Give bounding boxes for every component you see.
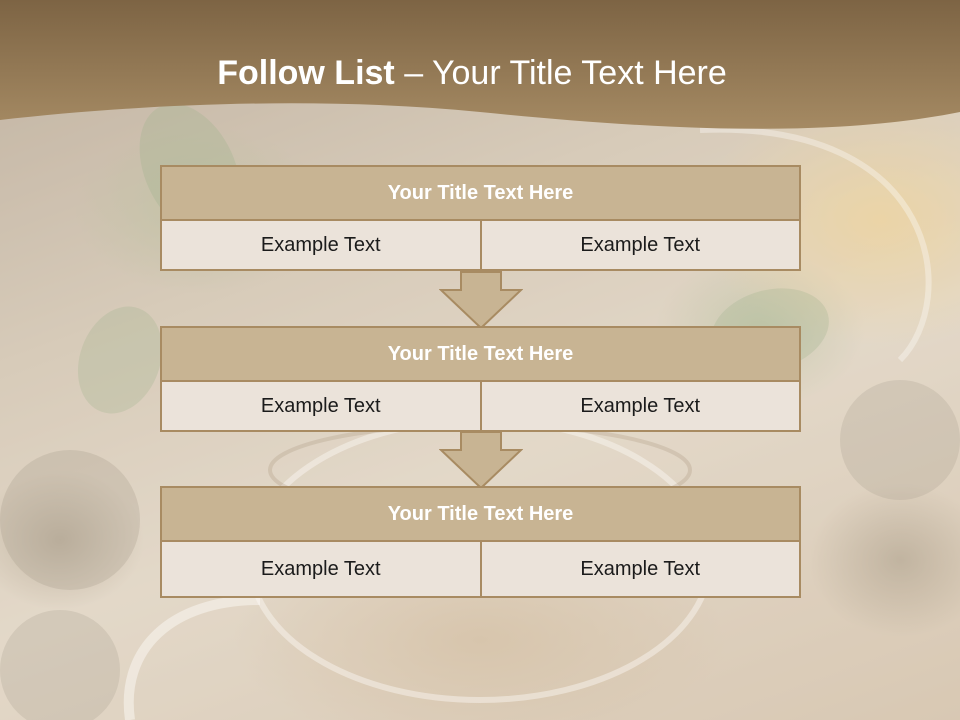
list-block-2: Your Title Text Here Example Text Exampl…: [160, 326, 801, 432]
block-cell-right[interactable]: Example Text: [481, 542, 801, 598]
slide-title: Follow List – Your Title Text Here: [0, 54, 944, 93]
block-cell-right[interactable]: Example Text: [481, 382, 801, 432]
block-title[interactable]: Your Title Text Here: [160, 486, 801, 542]
header-band: [0, 0, 960, 129]
block-cell-left[interactable]: Example Text: [160, 382, 482, 432]
slide-title-bold: Follow List: [217, 54, 395, 92]
list-block-3: Your Title Text Here Example Text Exampl…: [160, 486, 801, 598]
block-row: Example Text Example Text: [160, 382, 801, 432]
down-arrow-1: [439, 271, 523, 330]
block-row: Example Text Example Text: [160, 221, 801, 271]
slide-title-rest: – Your Title Text Here: [394, 54, 727, 92]
block-cell-right[interactable]: Example Text: [481, 221, 801, 271]
block-cell-left[interactable]: Example Text: [160, 221, 482, 271]
block-cell-left[interactable]: Example Text: [160, 542, 482, 598]
down-arrow-2: [439, 431, 523, 490]
block-title[interactable]: Your Title Text Here: [160, 165, 801, 221]
block-row: Example Text Example Text: [160, 542, 801, 598]
block-title[interactable]: Your Title Text Here: [160, 326, 801, 382]
list-block-1: Your Title Text Here Example Text Exampl…: [160, 165, 801, 271]
